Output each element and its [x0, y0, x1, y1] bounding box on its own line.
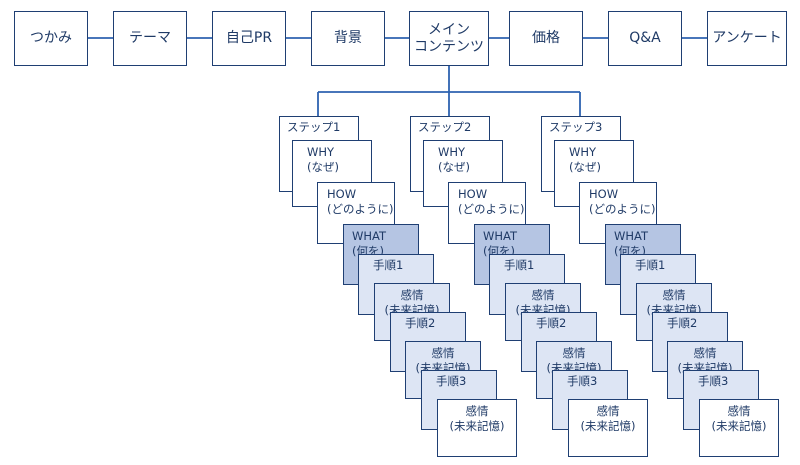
- flow-node-theme: テーマ: [113, 11, 187, 66]
- flow-node-qa: Q&A: [608, 11, 682, 66]
- step-1-emotion-3: 感情 (未来記憶): [437, 399, 517, 457]
- step-2-emotion-3: 感情 (未来記憶): [568, 399, 648, 457]
- step-3-why: WHY (なぜ): [554, 140, 634, 207]
- flow-node-self-pr: 自己PR: [212, 11, 286, 66]
- flow-node-survey: アンケート: [707, 11, 787, 66]
- flow-node-price: 価格: [509, 11, 583, 66]
- flow-node-background: 背景: [311, 11, 385, 66]
- flow-node-main-content: メイン コンテンツ: [409, 11, 489, 66]
- flow-node-tsukami: つかみ: [14, 11, 88, 66]
- step-3-emotion-3: 感情 (未来記憶): [699, 399, 779, 457]
